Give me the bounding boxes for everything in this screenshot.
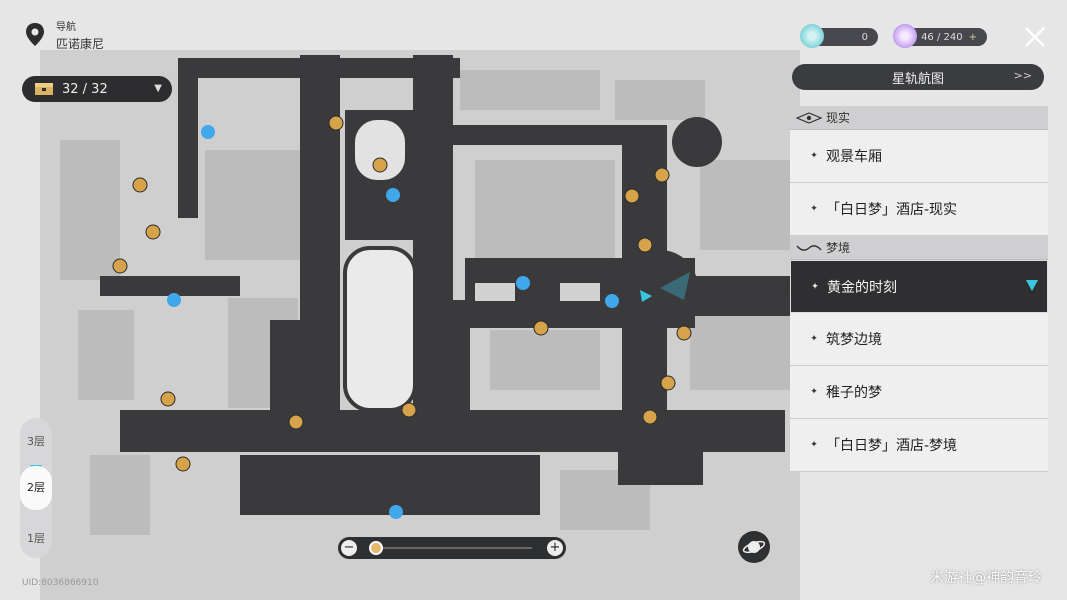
trailblaze-power-icon <box>893 24 917 48</box>
trailblaze-power-value: 46 / 240 <box>921 31 963 43</box>
area-item-label: 「白日梦」酒店-现实 <box>826 202 958 218</box>
floor-3-button[interactable]: 3层 <box>27 435 45 448</box>
map-pin-icon <box>26 23 44 46</box>
zoom-handle[interactable] <box>369 541 383 555</box>
floor-1-button[interactable]: 1层 <box>27 532 45 545</box>
navigation-header: 导航 匹诺康尼 <box>24 22 104 52</box>
caret-down-icon: ▼ <box>154 83 162 94</box>
star-bullet-icon: ✦ <box>810 334 818 344</box>
star-bullet-icon: ✦ <box>810 387 818 397</box>
location-name: 匹诺康尼 <box>56 37 105 51</box>
star-bullet-icon: ✦ <box>811 281 819 292</box>
area-item-label: 观景车厢 <box>826 149 882 165</box>
chest-counter-dropdown[interactable]: 32 / 32 ▼ <box>22 76 172 102</box>
section-header-reality: 现实 <box>790 106 1048 130</box>
double-chevron-right-icon: >> <box>1013 69 1032 82</box>
star-bullet-icon: ✦ <box>810 204 818 214</box>
add-power-button[interactable]: + <box>968 31 977 43</box>
planet-map-button[interactable] <box>738 531 770 563</box>
area-item-label: 稚子的梦 <box>826 385 882 401</box>
area-item-label: 黄金的时刻 <box>827 279 897 296</box>
trailblaze-power-resource[interactable]: 46 / 240 + <box>893 24 987 48</box>
planet-icon <box>742 540 766 554</box>
treasure-chest-icon <box>35 83 53 95</box>
zoom-track[interactable] <box>376 547 532 549</box>
section-title: 梦境 <box>826 241 851 255</box>
uid-label: UID:8036866910 <box>22 578 99 588</box>
eye-diamond-icon <box>796 111 822 124</box>
area-item[interactable]: ✦ 「白日梦」酒店-梦境 <box>790 419 1048 472</box>
floor-2-button[interactable]: 2层 <box>20 466 52 510</box>
area-item-selected[interactable]: › ✦ 黄金的时刻 <box>785 260 1048 313</box>
navigation-label: 导航 <box>56 22 76 33</box>
zoom-out-button[interactable]: − <box>341 540 357 556</box>
area-item[interactable]: ✦ 「白日梦」酒店-现实 <box>790 183 1048 236</box>
area-item-label: 「白日梦」酒店-梦境 <box>826 438 958 454</box>
location-marker-icon <box>1026 280 1038 291</box>
close-icon[interactable] <box>1022 24 1048 50</box>
area-item[interactable]: ✦ 筑梦边境 <box>790 313 1048 366</box>
zoom-slider[interactable]: − + <box>338 537 566 559</box>
area-item[interactable]: ✦ 稚子的梦 <box>790 366 1048 419</box>
area-item-label: 筑梦边境 <box>826 332 882 348</box>
fuel-value: 0 <box>861 31 868 43</box>
selection-arrow-icon: › <box>785 281 790 294</box>
section-header-dreamscape: 梦境 <box>790 236 1048 260</box>
section-title: 现实 <box>826 111 851 125</box>
star-bullet-icon: ✦ <box>810 440 818 450</box>
star-rail-map-label: 星轨航图 <box>891 71 944 87</box>
wave-icon <box>796 244 822 251</box>
fuel-resource[interactable]: 0 <box>800 24 878 48</box>
fuel-icon <box>800 24 824 48</box>
zoom-in-button[interactable]: + <box>547 540 563 556</box>
area-list-panel: 现实 ✦ 观景车厢 ✦ 「白日梦」酒店-现实 梦境 › ✦ 黄金的时刻 ✦ 筑梦… <box>785 106 1048 492</box>
area-item[interactable]: ✦ 观景车厢 <box>790 130 1048 183</box>
watermark: 米游社@神韵音玲 <box>930 570 1042 586</box>
floor-switcher: 3层 2层 1层 <box>20 418 52 558</box>
star-rail-map-button[interactable]: 星轨航图 >> <box>792 64 1044 90</box>
star-bullet-icon: ✦ <box>810 151 818 161</box>
chest-count: 32 / 32 <box>62 81 108 97</box>
